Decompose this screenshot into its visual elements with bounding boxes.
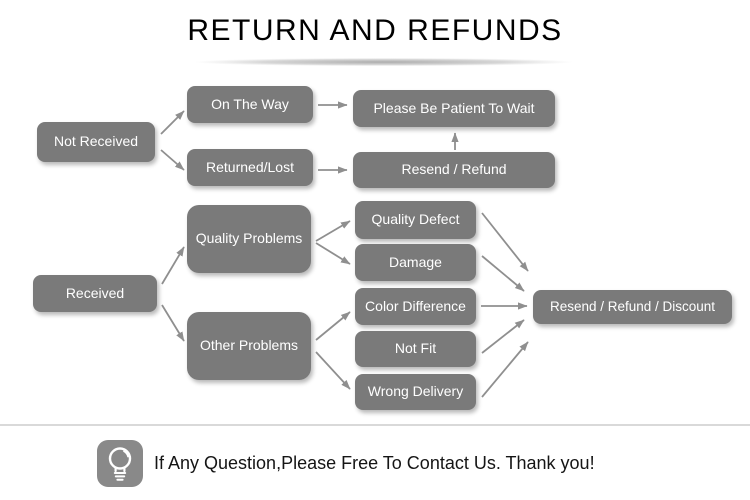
flow-node-please-wait: Please Be Patient To Wait bbox=[353, 90, 555, 127]
flow-node-quality-problems: Quality Problems bbox=[187, 205, 311, 273]
lightbulb-icon bbox=[97, 440, 143, 487]
arrow-otherproblems-colordifference bbox=[315, 311, 351, 341]
flow-node-quality-defect: Quality Defect bbox=[355, 201, 476, 239]
arrow-qualityproblems-qualitydefect bbox=[315, 220, 351, 242]
arrow-wrongdelivery-discount bbox=[481, 341, 529, 398]
flow-node-received: Received bbox=[33, 275, 157, 312]
arrow-otherproblems-wrongdelivery bbox=[315, 351, 351, 390]
arrow-notreceived-returnedlost bbox=[160, 149, 185, 171]
flow-node-not-received: Not Received bbox=[37, 122, 155, 162]
flow-node-returned-lost: Returned/Lost bbox=[187, 149, 313, 186]
page-title: RETURN AND REFUNDS bbox=[187, 14, 563, 47]
arrow-damage-discount bbox=[481, 255, 525, 292]
arrow-qualitydefect-discount bbox=[481, 212, 529, 272]
title-divider bbox=[153, 56, 615, 67]
flow-node-other-problems: Other Problems bbox=[187, 312, 311, 380]
footer: If Any Question,Please Free To Contact U… bbox=[97, 440, 595, 487]
flow-node-damage: Damage bbox=[355, 244, 476, 281]
flow-node-on-the-way: On The Way bbox=[187, 86, 313, 123]
arrow-notreceived-ontheway bbox=[160, 110, 185, 135]
flow-node-not-fit: Not Fit bbox=[355, 331, 476, 367]
footer-message: If Any Question,Please Free To Contact U… bbox=[154, 453, 595, 473]
flow-node-resend-refund-discount: Resend / Refund / Discount bbox=[533, 290, 732, 324]
arrow-received-otherproblems bbox=[161, 304, 185, 342]
flow-node-color-difference: Color Difference bbox=[355, 288, 476, 325]
footer-divider bbox=[0, 424, 750, 426]
flow-node-resend-refund: Resend / Refund bbox=[353, 152, 555, 188]
arrow-qualityproblems-damage bbox=[315, 242, 351, 265]
arrow-received-qualityproblems bbox=[161, 246, 185, 285]
arrow-notfit-discount bbox=[481, 319, 525, 354]
flow-node-wrong-delivery: Wrong Delivery bbox=[355, 374, 476, 410]
